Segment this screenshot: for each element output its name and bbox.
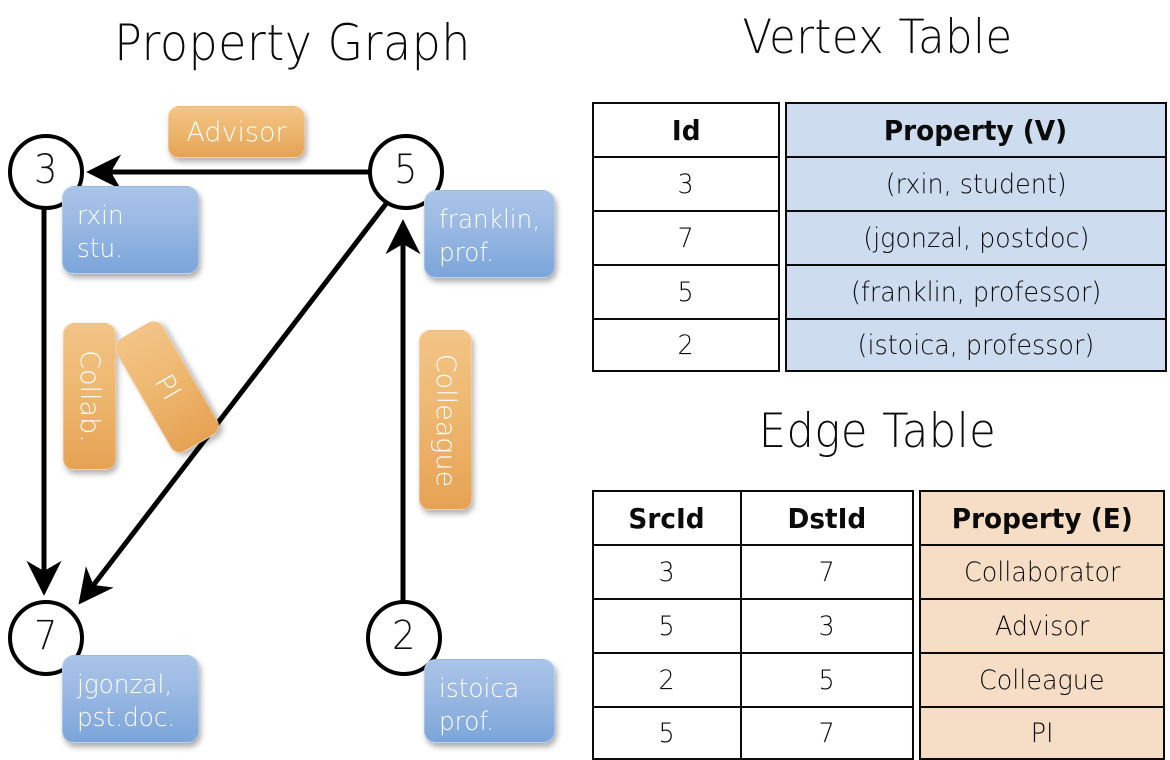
edge-table-column-property: Property (E) Collaborator Advisor Collea… bbox=[919, 490, 1165, 760]
table-row: 7 bbox=[742, 544, 914, 598]
table-row: 3 bbox=[592, 544, 742, 598]
table-row: 3 bbox=[592, 156, 780, 210]
edge-label-pi: PI bbox=[147, 368, 187, 406]
graph-node-2[interactable]: 2 bbox=[366, 600, 442, 676]
edge-table-header-dstid: DstId bbox=[742, 490, 914, 544]
vertex-property-box-5-line1: franklin, bbox=[439, 205, 541, 235]
vertex-property-box-5-line2: prof. bbox=[439, 238, 495, 268]
table-row: 3 bbox=[742, 598, 914, 652]
table-row: 7 bbox=[592, 210, 780, 264]
edge-arrow-5-to-7 bbox=[78, 194, 394, 605]
vertex-table-header-property: Property (V) bbox=[785, 102, 1167, 156]
edge-table-column-srcid: SrcId 3 5 2 5 bbox=[592, 490, 742, 760]
table-row: 2 bbox=[592, 318, 780, 372]
vertex-property-box-7-line1: jgonzal, bbox=[77, 670, 173, 700]
edge-table-id-grid: SrcId 3 5 2 5 DstId 7 3 5 bbox=[592, 490, 914, 760]
table-row: Advisor bbox=[919, 598, 1165, 652]
table-row: Collaborator bbox=[919, 544, 1165, 598]
table-row: (jgonzal, postdoc) bbox=[785, 210, 1167, 264]
edge-table-header-property: Property (E) bbox=[919, 490, 1165, 544]
graph-node-7-label: 7 bbox=[34, 613, 58, 659]
edge-label-box-colleague[interactable]: Colleague bbox=[419, 330, 472, 510]
property-graph-diagram: 3 5 7 2 rxin stu. franklin, prof. jgonza… bbox=[8, 106, 555, 743]
edge-table: SrcId 3 5 2 5 DstId 7 3 5 bbox=[592, 490, 1165, 760]
vertex-property-box-5[interactable]: franklin, prof. bbox=[424, 190, 555, 278]
graph-node-5-label: 5 bbox=[394, 147, 418, 193]
vertex-property-box-3[interactable]: rxin stu. bbox=[62, 186, 199, 274]
table-row: 7 bbox=[742, 706, 914, 760]
table-row: (istoica, professor) bbox=[785, 318, 1167, 372]
vertex-property-box-3-line1: rxin bbox=[77, 201, 124, 231]
vertex-property-box-3-line2: stu. bbox=[77, 234, 124, 264]
graph-node-5[interactable]: 5 bbox=[368, 134, 444, 210]
vertex-property-box-2-line1: istoica bbox=[439, 674, 520, 704]
vertex-table-column-property: Property (V) (rxin, student) (jgonzal, p… bbox=[785, 102, 1167, 372]
table-row: 5 bbox=[592, 598, 742, 652]
edge-table-header-srcid: SrcId bbox=[592, 490, 742, 544]
graph-edges-svg bbox=[26, 154, 421, 610]
page-title-vertex-table: Vertex Table bbox=[742, 10, 1013, 65]
table-row: 5 bbox=[592, 706, 742, 760]
edge-label-collab: Collab. bbox=[74, 350, 105, 443]
vertex-table-column-id: Id 3 7 5 2 bbox=[592, 102, 780, 372]
page-title-property-graph: Property Graph bbox=[114, 14, 471, 72]
vertex-table-header-id: Id bbox=[592, 102, 780, 156]
edge-table-column-dstid: DstId 7 3 5 7 bbox=[742, 490, 914, 760]
table-row: 5 bbox=[592, 264, 780, 318]
graph-node-3-label: 3 bbox=[34, 147, 58, 193]
table-row: 2 bbox=[592, 652, 742, 706]
vertex-property-box-7-line2: pst.doc. bbox=[77, 703, 176, 733]
table-row: (franklin, professor) bbox=[785, 264, 1167, 318]
table-row: PI bbox=[919, 706, 1165, 760]
edge-label-advisor: Advisor bbox=[186, 116, 287, 148]
graph-node-2-label: 2 bbox=[392, 613, 416, 659]
table-row: (rxin, student) bbox=[785, 156, 1167, 210]
edge-label-box-advisor[interactable]: Advisor bbox=[168, 106, 305, 158]
edge-label-box-collab[interactable]: Collab. bbox=[63, 323, 116, 470]
page-title-edge-table: Edge Table bbox=[758, 404, 997, 459]
vertex-property-box-7[interactable]: jgonzal, pst.doc. bbox=[62, 655, 199, 743]
vertex-table: Id 3 7 5 2 Property (V) (rxin, student) … bbox=[592, 102, 1167, 372]
edge-label-colleague: Colleague bbox=[430, 353, 461, 487]
table-row: Colleague bbox=[919, 652, 1165, 706]
vertex-property-box-2[interactable]: istoica prof. bbox=[424, 659, 555, 743]
table-row: 5 bbox=[742, 652, 914, 706]
vertex-property-box-2-line2: prof. bbox=[439, 707, 495, 737]
